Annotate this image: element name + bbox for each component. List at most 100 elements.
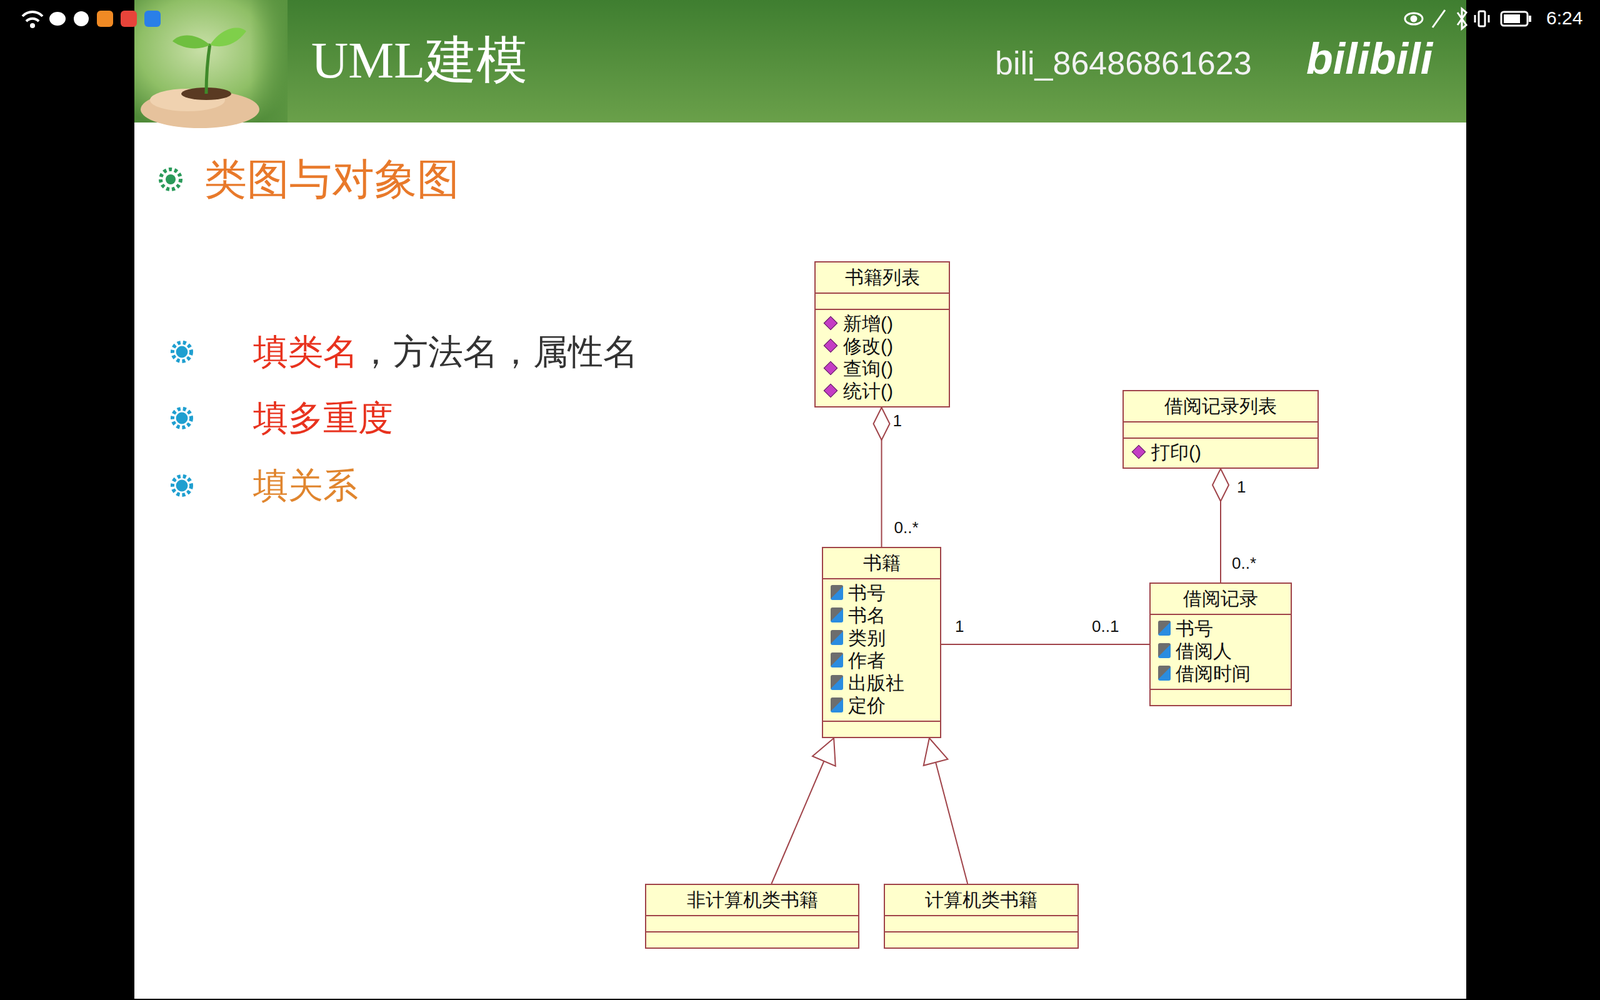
name-compartment: 书籍列表 — [815, 262, 949, 293]
uml-class-box: 书籍书号书名类别作者出版社定价 — [821, 546, 942, 739]
attribute-name: 作者 — [848, 650, 886, 671]
class-name: 书籍 — [863, 552, 901, 574]
attribute-name: 借阅人 — [1175, 640, 1232, 662]
name-compartment: 借阅记录列表 — [1123, 391, 1318, 422]
visibility-icon — [823, 316, 839, 331]
bullet-text: 填类名 — [253, 330, 359, 373]
bullet-text: 填多重度 — [253, 396, 394, 439]
status-clock: 6:24 — [1546, 6, 1583, 30]
uml-class-box: 计算机类书籍 — [883, 883, 1079, 949]
name-compartment: 书籍 — [823, 548, 940, 579]
attribute-compartment: 书号书名类别作者出版社定价 — [823, 578, 940, 721]
bullet-text: ，方法名，属性名 — [358, 330, 639, 373]
operation-row: 修改() — [823, 335, 942, 358]
operation-compartment — [823, 720, 940, 737]
method-name: 修改() — [843, 335, 894, 357]
slide-title: UML建模 — [311, 30, 528, 92]
slide-subtitle: 类图与对象图 — [204, 153, 460, 205]
class-name: 借阅记录列表 — [1164, 395, 1277, 417]
visibility-icon — [830, 585, 844, 600]
attribute-row: 书号 — [830, 581, 933, 605]
multiplicity: 1 — [955, 616, 964, 637]
class-name: 计算机类书籍 — [925, 889, 1038, 910]
uml-class-box: 借阅记录列表打印() — [1122, 390, 1319, 469]
attribute-row: 借阅时间 — [1158, 662, 1284, 685]
attribute-compartment: 书号借阅人借阅时间 — [1150, 613, 1291, 689]
operation-compartment: 打印() — [1123, 437, 1318, 468]
visibility-icon — [830, 630, 844, 645]
aggregation-diamond — [873, 407, 890, 440]
visibility-icon — [830, 697, 844, 713]
attribute-name: 类别 — [848, 627, 886, 649]
operation-row: 统计() — [823, 380, 942, 403]
operation-compartment — [1150, 688, 1291, 705]
attribute-compartment — [1123, 421, 1318, 438]
attribute-name: 书号 — [1175, 618, 1214, 639]
method-name: 打印() — [1151, 441, 1202, 463]
multiplicity: 0..1 — [1091, 616, 1119, 637]
generalization-triangle — [812, 738, 836, 767]
method-name: 新增() — [843, 313, 894, 334]
operation-compartment: 新增()修改()查询()统计() — [815, 308, 949, 407]
attribute-compartment — [815, 292, 949, 309]
attribute-row: 类别 — [830, 626, 933, 650]
attribute-row: 借阅人 — [1158, 640, 1284, 663]
visibility-icon — [823, 383, 839, 399]
attribute-row: 作者 — [830, 649, 933, 672]
method-name: 统计() — [843, 380, 894, 402]
visibility-icon — [1158, 620, 1171, 636]
header-photo — [134, 0, 288, 129]
attribute-compartment — [646, 915, 859, 932]
operation-compartment — [885, 931, 1078, 948]
status-icons-left — [22, 10, 161, 29]
uml-class-box: 借阅记录书号借阅人借阅时间 — [1149, 582, 1292, 707]
list-bullets — [172, 342, 192, 495]
operation-row: 打印() — [1131, 441, 1310, 464]
visibility-icon — [830, 607, 844, 623]
attribute-name: 出版社 — [848, 672, 905, 694]
multiplicity: 0..* — [1231, 553, 1257, 574]
method-name: 查询() — [843, 358, 894, 379]
visibility-icon — [823, 338, 839, 354]
operation-compartment — [646, 931, 859, 948]
operation-row: 新增() — [823, 312, 942, 335]
attribute-row: 书号 — [1158, 617, 1284, 640]
attribute-row: 定价 — [830, 694, 933, 717]
attribute-compartment — [885, 915, 1078, 932]
visibility-icon — [1158, 643, 1171, 659]
operation-row: 查询() — [823, 357, 942, 380]
name-compartment: 非计算机类书籍 — [646, 885, 859, 915]
title-bullet — [160, 169, 181, 190]
attribute-name: 书号 — [848, 582, 886, 604]
attribute-name: 书名 — [848, 605, 886, 626]
slide — [134, 0, 1467, 999]
generalization-triangle — [923, 738, 949, 766]
attribute-row: 书名 — [830, 604, 933, 627]
name-compartment: 计算机类书籍 — [885, 885, 1078, 915]
class-name: 书籍列表 — [845, 266, 920, 288]
attribute-row: 出版社 — [830, 671, 933, 695]
aggregation-diamond — [1212, 468, 1229, 502]
uml-class-box: 非计算机类书籍 — [645, 883, 860, 949]
visibility-icon — [830, 652, 844, 668]
class-name: 借阅记录 — [1183, 588, 1259, 609]
watermark-logo: bilibili — [1306, 32, 1433, 85]
attribute-name: 定价 — [848, 695, 886, 716]
visibility-icon — [1131, 445, 1147, 460]
multiplicity: 1 — [893, 411, 902, 431]
visibility-icon — [1158, 665, 1171, 681]
multiplicity: 0..* — [894, 518, 919, 538]
name-compartment: 借阅记录 — [1150, 583, 1291, 614]
attribute-name: 借阅时间 — [1175, 663, 1251, 684]
class-name: 非计算机类书籍 — [686, 889, 819, 910]
visibility-icon — [823, 361, 839, 376]
header-bar — [134, 0, 1467, 123]
multiplicity: 1 — [1236, 477, 1246, 497]
uml-class-box: 书籍列表新增()修改()查询()统计() — [814, 261, 950, 408]
status-icons-right — [1405, 8, 1532, 29]
watermark: bili_86486861623 — [995, 43, 1252, 83]
bullet-text: 填关系 — [253, 464, 359, 507]
